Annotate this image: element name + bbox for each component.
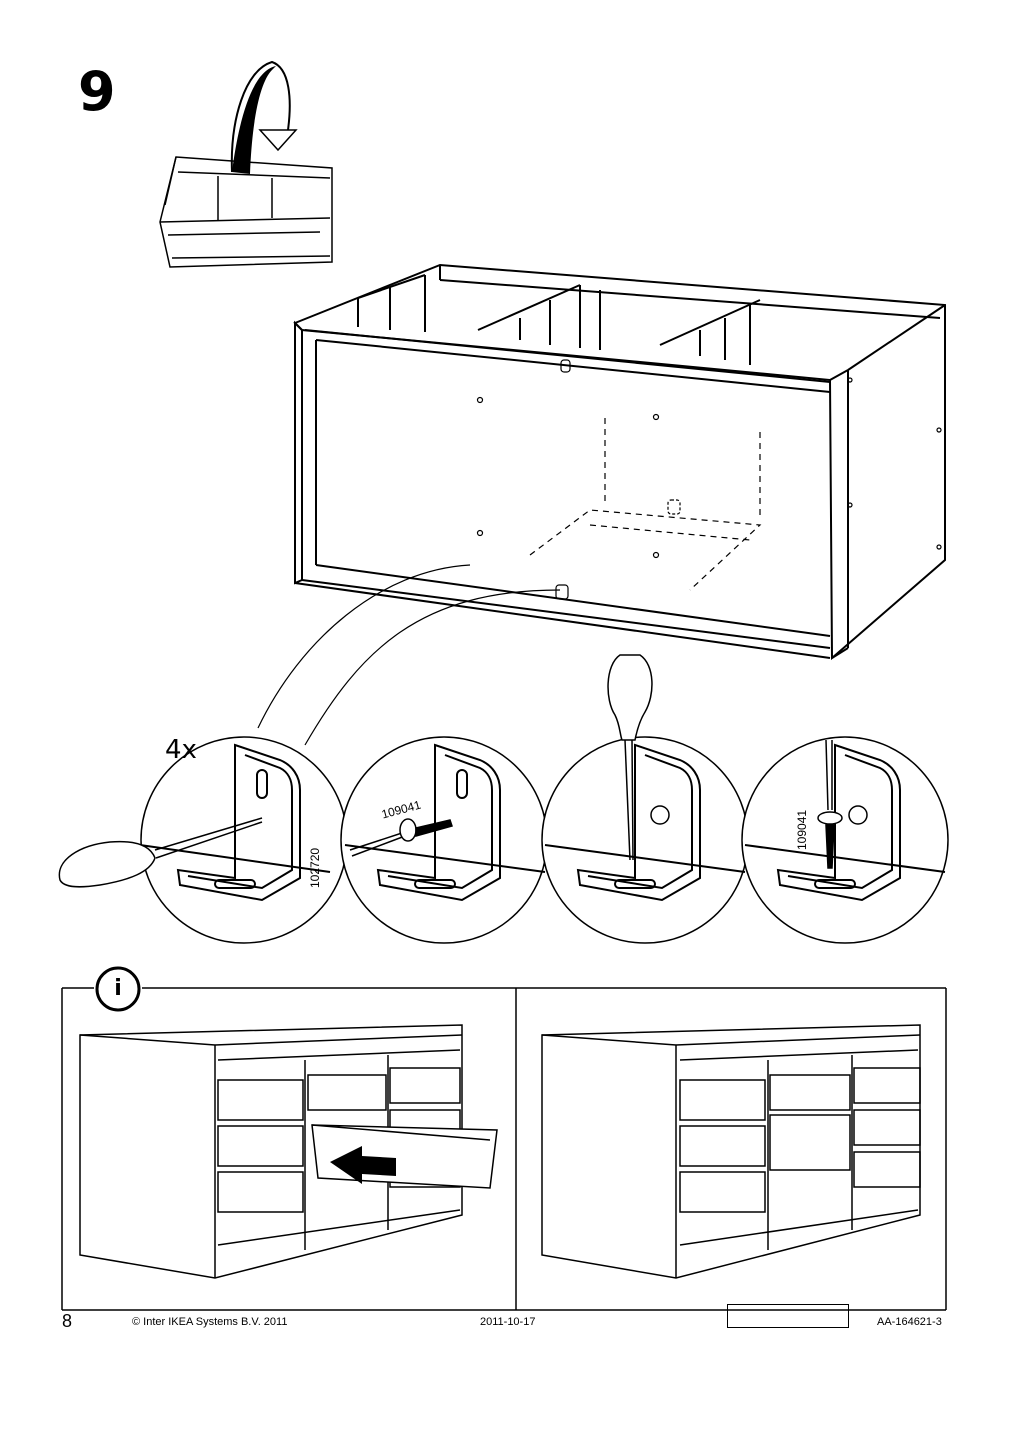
shelf-unit-left xyxy=(79,1024,498,1279)
bracket-4 xyxy=(744,743,946,902)
screwdriver-icon xyxy=(58,817,263,888)
footer-empty-box xyxy=(727,1304,849,1328)
bracket-1 xyxy=(139,743,331,902)
bracket-3 xyxy=(544,743,746,902)
document-date: 2011-10-17 xyxy=(480,1316,536,1328)
info-icon-letter: i xyxy=(114,976,122,1001)
quantity-label: 4x xyxy=(165,735,197,765)
page-number: 8 xyxy=(62,1311,73,1331)
document-code: AA-164621-3 xyxy=(877,1316,942,1328)
info-icon xyxy=(95,966,141,1012)
step-number: 9 xyxy=(78,60,116,123)
shelf-unit-right xyxy=(541,1024,921,1279)
bracket-2 xyxy=(344,743,546,902)
copyright-text: © Inter IKEA Systems B.V. 2011 xyxy=(132,1316,288,1328)
